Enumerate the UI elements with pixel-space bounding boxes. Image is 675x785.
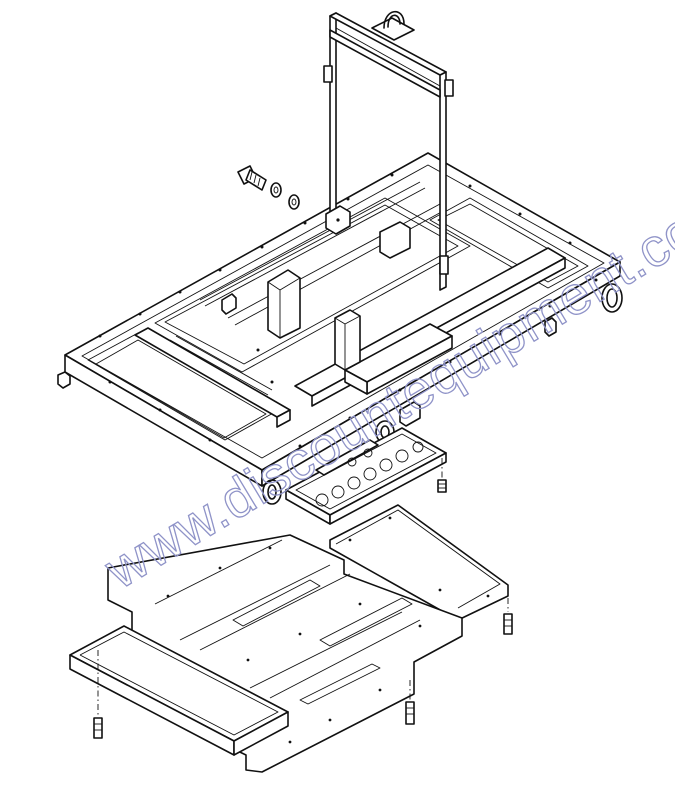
right-cover-plate [329,504,513,635]
pivot-bolt-assembly [237,165,300,210]
frame-bolt-holes [98,173,598,448]
upright-handle-frame [323,10,454,291]
battery-tray [285,427,447,525]
main-frame [57,152,623,505]
front-trough [69,625,289,756]
